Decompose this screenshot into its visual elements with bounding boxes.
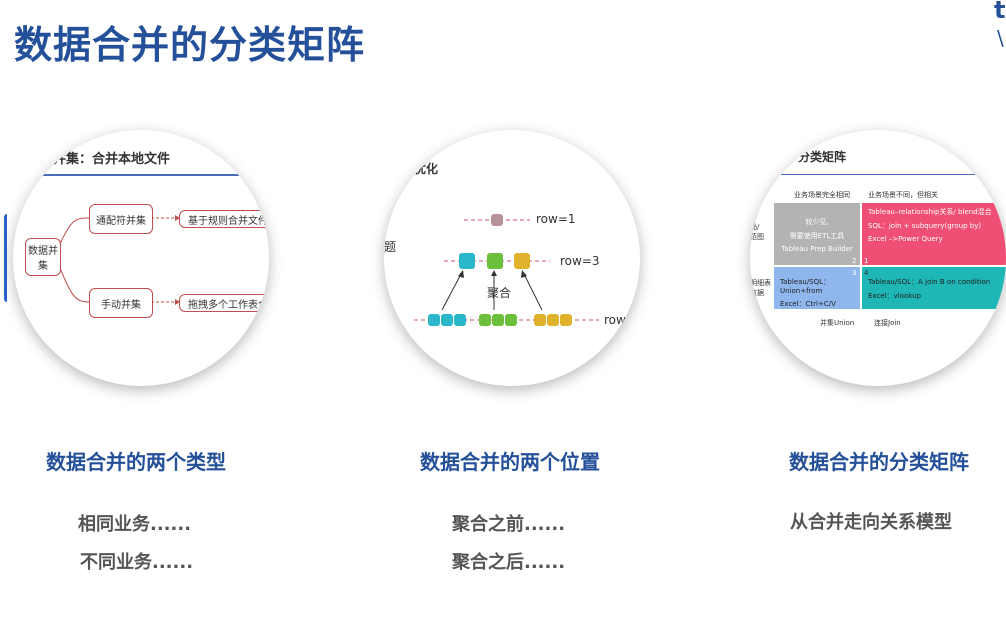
wildcard-leaf: 基于规则合并文件或 (179, 210, 269, 228)
aggregate-label: 聚合 (487, 286, 512, 300)
row-square (514, 253, 530, 269)
card-1-line: 相同业务...... (78, 514, 192, 535)
q2-line: SQL：join + subquery(group by) (868, 222, 982, 230)
q1-line: 需要使用ETL工具 (789, 232, 845, 240)
q3-line: Excel：Ctrl+C/V (780, 300, 836, 308)
aggregation-diagram (414, 219, 599, 321)
row-square (441, 314, 453, 326)
merge-positions-thumbnail: 优化 题 row=1 row=3 row= 聚合 (384, 130, 640, 386)
row-square (479, 314, 491, 326)
card-1-title: 数据合并的两个类型 (46, 450, 226, 474)
quadrant-3-cell: Tableau/SQL：Union+from Excel：Ctrl+C/V (774, 267, 860, 309)
row-square (492, 314, 504, 326)
card-3-title: 数据合并的分类矩阵 (789, 450, 969, 474)
page-title: 数据合并的分类矩阵 (14, 23, 366, 67)
quadrant-1-cell: 较少见, 需要使用ETL工具 Tableau Prep Builder (774, 203, 860, 265)
quadrant-4-cell: Tableau/SQL：A join B on condition Excel：… (862, 267, 1006, 309)
row1-label: row=1 (536, 212, 576, 226)
left-bottom-label: 明细表 数据 (750, 279, 771, 297)
row-square (547, 314, 559, 326)
row-square (428, 314, 440, 326)
row-square (505, 314, 517, 326)
thumbnail-header: 并集：合并本地文件 (53, 152, 171, 167)
header-divider (750, 174, 1006, 175)
header-divider (13, 174, 269, 176)
logo: t (994, 0, 1006, 24)
row-square (491, 214, 503, 226)
quadrant-2-cell: Tableau–relationship关系/ blend混合 SQL：join… (862, 203, 1006, 265)
thumbnail-header: 分类矩阵 (798, 150, 847, 164)
classification-matrix-thumbnail: 分类矩阵 业务场景完全相同 业务场景不同，但相关 品/ 范图 明细表 数据 较少… (750, 130, 1006, 386)
quadrant-number: 1 (864, 257, 869, 265)
q4-line: Excel：vlookup (868, 292, 921, 300)
q1-line: Tableau Prep Builder (781, 245, 853, 253)
manual-leaf: 拖拽多个工作表合 (179, 294, 269, 312)
side-fragment: 题 (384, 240, 397, 254)
q2-line: Excel –>Power Query (868, 235, 943, 243)
bottom-right-label: 连接Join (874, 319, 901, 327)
tree-connectors (59, 215, 180, 305)
manual-node: 手动并集 (89, 288, 153, 318)
card-1-line: 不同业务...... (80, 552, 194, 573)
top-right-label: 业务场景不同，但相关 (868, 191, 938, 199)
q4-line: Tableau/SQL：A join B on condition (868, 278, 991, 286)
card-2-line: 聚合之前...... (452, 514, 566, 535)
left-top-label: 品/ 范图 (750, 223, 764, 241)
logo-fragment: \ (997, 26, 1004, 50)
quadrant-number: 4 (864, 269, 869, 277)
wildcard-node: 通配符并集 (89, 204, 153, 234)
row-square (534, 314, 546, 326)
q2-line: Tableau–relationship关系/ blend混合 (868, 208, 992, 216)
row-square (487, 253, 503, 269)
card-3-line: 从合并走向关系模型 (790, 512, 952, 533)
union-types-thumbnail: 并集：合并本地文件 数据并集 通配符并集 手动并集 基于规则合并文件或 拖拽多个… (13, 130, 269, 386)
header-fragment: 优化 (414, 162, 439, 176)
row-square (459, 253, 475, 269)
q3-line: Tableau/SQL：Union+from (780, 278, 831, 295)
rown-label: row= (604, 313, 636, 327)
card-2-line: 聚合之后...... (452, 552, 566, 573)
top-left-label: 业务场景完全相同 (794, 191, 850, 199)
root-node: 数据并集 (25, 238, 61, 276)
quadrant-number: 3 (852, 269, 857, 277)
card-2-title: 数据合并的两个位置 (420, 450, 600, 474)
row3-label: row=3 (560, 254, 600, 268)
q1-line: 较少见, (805, 218, 829, 226)
row-square (560, 314, 572, 326)
row-square (454, 314, 466, 326)
quadrant-number: 2 (852, 257, 857, 265)
bottom-left-label: 并集Union (820, 319, 855, 327)
